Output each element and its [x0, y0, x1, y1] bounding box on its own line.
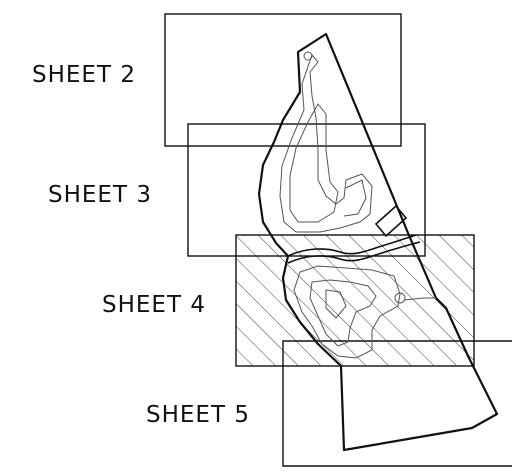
sheet-3-frame[interactable] [187, 123, 426, 257]
site-outline [257, 32, 499, 452]
road-lower-inner-spur [325, 289, 347, 319]
road-upper-loop-outer [279, 54, 373, 233]
sheet-4-hatch [236, 235, 474, 366]
sheet-3-label: SHEET 3 [48, 182, 152, 208]
sheet-2-frame[interactable] [164, 13, 402, 147]
road-upper-loop-inner [289, 103, 339, 223]
sheet-2-label: SHEET 2 [32, 62, 136, 88]
sheet-break-line-lower [287, 241, 421, 264]
sheet-4-frame[interactable] [235, 234, 475, 367]
road-cul-de-sac-east [394, 292, 406, 304]
sheet-5-frame[interactable] [282, 340, 512, 467]
sheet-4-label: SHEET 4 [102, 292, 206, 318]
sheet-break-line-upper [287, 234, 417, 257]
road-cul-de-sac-north [303, 51, 313, 61]
road-lower-loop-outer [293, 265, 401, 359]
road-diagonal-block [374, 204, 408, 238]
road-lower-loop-inner [309, 279, 377, 347]
sheet-5-label: SHEET 5 [146, 402, 250, 428]
road-east-connector [403, 297, 436, 301]
road-east-spur [343, 179, 367, 217]
